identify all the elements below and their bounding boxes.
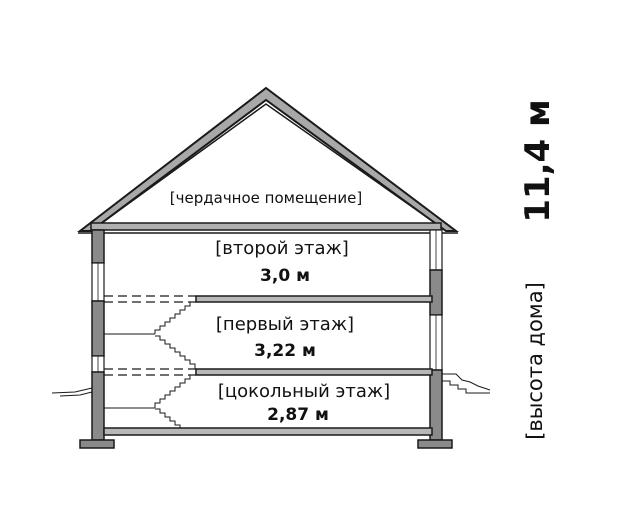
left-wall-upper bbox=[91, 229, 105, 264]
right-wall-upper bbox=[429, 269, 443, 316]
roof-outer bbox=[77, 86, 459, 232]
basement-floor-slab bbox=[103, 427, 433, 436]
left-wall bbox=[79, 229, 115, 449]
attic-label: [чердачное помещение] bbox=[170, 189, 362, 207]
ground-line-left-lower bbox=[59, 391, 93, 397]
total-height-value: 11,4 м bbox=[518, 99, 558, 223]
second-floor-slab bbox=[195, 295, 433, 303]
first-floor-height: 3,22 м bbox=[254, 341, 316, 361]
stairs-upper bbox=[104, 301, 196, 369]
left-wall-middle bbox=[91, 300, 105, 357]
stair-openings bbox=[104, 295, 196, 376]
first-floor-slab bbox=[195, 368, 433, 376]
stair-profile bbox=[155, 335, 196, 369]
stair-profile bbox=[154, 301, 196, 334]
ground-line-right bbox=[442, 373, 491, 391]
basement-floor-height: 2,87 м bbox=[267, 405, 329, 425]
stair-profile bbox=[155, 408, 181, 428]
right-footing bbox=[417, 439, 453, 449]
second-floor-name: [второй этаж] bbox=[215, 238, 349, 259]
roof bbox=[77, 86, 459, 234]
roof-inner-line bbox=[98, 103, 439, 226]
left-footing bbox=[79, 439, 115, 449]
right-wall bbox=[417, 229, 453, 449]
stair-profile bbox=[154, 374, 196, 408]
second-floor-height: 3,0 м bbox=[260, 266, 310, 286]
stairs-lower bbox=[104, 374, 196, 428]
first-floor-name: [первый этаж] bbox=[216, 314, 354, 335]
attic-floor-slab bbox=[90, 222, 442, 231]
basement-floor-name: [цокольный этаж] bbox=[218, 381, 390, 402]
left-wall-basement bbox=[91, 371, 105, 441]
ground-steps-right bbox=[442, 380, 490, 394]
ground-line-left bbox=[51, 387, 93, 394]
total-height-caption: [высота дома] bbox=[523, 282, 547, 440]
ground bbox=[51, 373, 491, 397]
